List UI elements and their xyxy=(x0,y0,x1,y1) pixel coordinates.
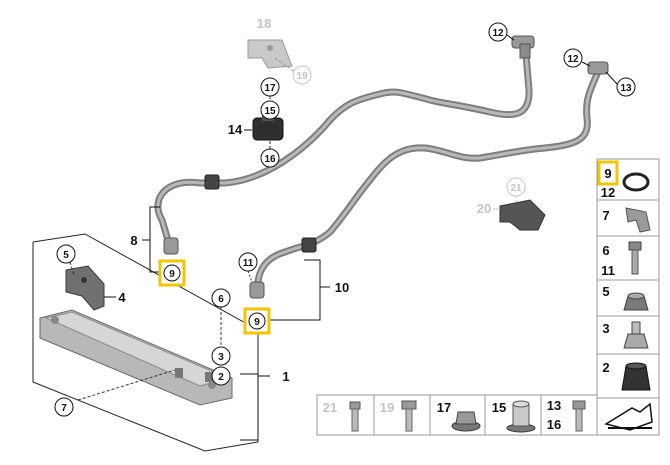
grommet-icon xyxy=(621,365,651,391)
legend-row-6-11[interactable]: 6 11 xyxy=(601,241,642,278)
callout-5[interactable]: 5 xyxy=(56,244,76,264)
svg-text:13: 13 xyxy=(547,398,561,413)
bracket-20-icon xyxy=(499,196,546,231)
label-14: 14 xyxy=(228,122,243,137)
legend-bottom: 21 19 17 15 xyxy=(316,394,598,436)
label-8: 8 xyxy=(130,233,137,248)
svg-text:7: 7 xyxy=(61,403,67,414)
callout-15[interactable]: 15 xyxy=(260,100,280,120)
svg-text:11: 11 xyxy=(601,263,615,278)
legend-cell-19[interactable]: 19 xyxy=(380,400,417,432)
sleeve-icon xyxy=(506,400,536,433)
bolt-icon xyxy=(628,241,642,275)
legend-row-3[interactable]: 3 xyxy=(602,321,649,349)
fitting-icon xyxy=(511,35,535,59)
svg-text:21: 21 xyxy=(510,183,522,194)
o-ring-icon xyxy=(622,172,650,192)
svg-text:7: 7 xyxy=(602,208,609,223)
callout-21[interactable]: 21 xyxy=(506,177,526,197)
svg-text:12: 12 xyxy=(567,54,579,65)
svg-text:15: 15 xyxy=(264,106,276,117)
bolt-icon xyxy=(572,400,586,432)
callout-17[interactable]: 17 xyxy=(260,77,280,97)
svg-text:9: 9 xyxy=(604,166,611,181)
callout-2[interactable]: 2 xyxy=(211,366,231,386)
legend-right: 9 12 7 6 11 5 3 2 xyxy=(596,158,660,436)
callout-16[interactable]: 16 xyxy=(260,148,280,168)
fitting-icon xyxy=(587,61,609,75)
hose-clamp-icon xyxy=(301,237,317,253)
label-10: 10 xyxy=(335,280,349,295)
svg-text:19: 19 xyxy=(380,400,394,415)
svg-text:3: 3 xyxy=(218,352,224,363)
svg-text:9: 9 xyxy=(254,317,260,328)
label-18: 18 xyxy=(257,16,271,31)
callout-6[interactable]: 6 xyxy=(211,288,231,308)
clip-icon xyxy=(625,207,651,233)
callout-7[interactable]: 7 xyxy=(54,397,74,417)
legend-cell-17[interactable]: 17 xyxy=(437,400,481,432)
legend-row-2[interactable]: 2 xyxy=(602,360,651,391)
svg-text:21: 21 xyxy=(323,400,337,415)
callout-9-lower[interactable]: 9 xyxy=(243,307,271,335)
fitting-icon xyxy=(249,281,265,299)
svg-text:5: 5 xyxy=(63,250,69,261)
legend-cell-13-16[interactable]: 13 16 xyxy=(547,398,586,432)
legend-row-9-12[interactable]: 9 12 xyxy=(597,160,650,200)
svg-text:16: 16 xyxy=(547,417,561,432)
bracket-18-icon xyxy=(247,39,296,73)
hose-clamp-icon xyxy=(204,174,220,190)
oil-cooler-icon xyxy=(39,309,233,406)
legend-cell-15[interactable]: 15 xyxy=(492,400,536,433)
legend-row-7[interactable]: 7 xyxy=(602,207,651,233)
upper-hose xyxy=(154,51,533,251)
callout-12-left[interactable]: 12 xyxy=(488,22,515,42)
bushing-icon xyxy=(623,333,649,349)
callout-3[interactable]: 3 xyxy=(211,346,231,366)
svg-text:6: 6 xyxy=(602,243,609,258)
svg-text:9: 9 xyxy=(169,269,175,280)
svg-text:2: 2 xyxy=(218,372,224,383)
fitting-icon xyxy=(163,237,179,255)
nut-icon xyxy=(451,411,481,432)
callout-11[interactable]: 11 xyxy=(238,252,258,283)
svg-text:15: 15 xyxy=(492,400,506,415)
svg-text:12: 12 xyxy=(492,28,504,39)
svg-text:6: 6 xyxy=(218,294,224,305)
oil-cooler-frame xyxy=(32,233,259,452)
svg-text:13: 13 xyxy=(620,83,632,94)
svg-text:5: 5 xyxy=(602,284,609,299)
bolt-icon xyxy=(349,401,361,432)
svg-text:16: 16 xyxy=(264,154,276,165)
svg-text:2: 2 xyxy=(602,360,609,375)
arrow-icon xyxy=(604,402,653,431)
label-4: 4 xyxy=(118,290,126,305)
callout-13[interactable]: 13 xyxy=(605,71,636,97)
svg-text:12: 12 xyxy=(601,185,615,200)
svg-text:3: 3 xyxy=(602,321,609,336)
svg-text:17: 17 xyxy=(264,83,276,94)
callout-9-upper[interactable]: 9 xyxy=(158,259,186,287)
label-1: 1 xyxy=(282,369,289,384)
callout-19[interactable]: 19 xyxy=(292,65,312,85)
svg-text:19: 19 xyxy=(296,71,308,82)
legend-row-5[interactable]: 5 xyxy=(602,284,649,311)
flange-bolt-icon xyxy=(401,400,417,432)
svg-text:11: 11 xyxy=(243,258,254,269)
oil-cooler-bracket-icon xyxy=(65,265,105,311)
svg-text:17: 17 xyxy=(437,400,451,415)
legend-cell-21[interactable]: 21 xyxy=(323,400,361,432)
lower-hose xyxy=(253,68,602,294)
callout-12-right[interactable]: 12 xyxy=(563,48,591,68)
label-20: 20 xyxy=(477,201,491,216)
